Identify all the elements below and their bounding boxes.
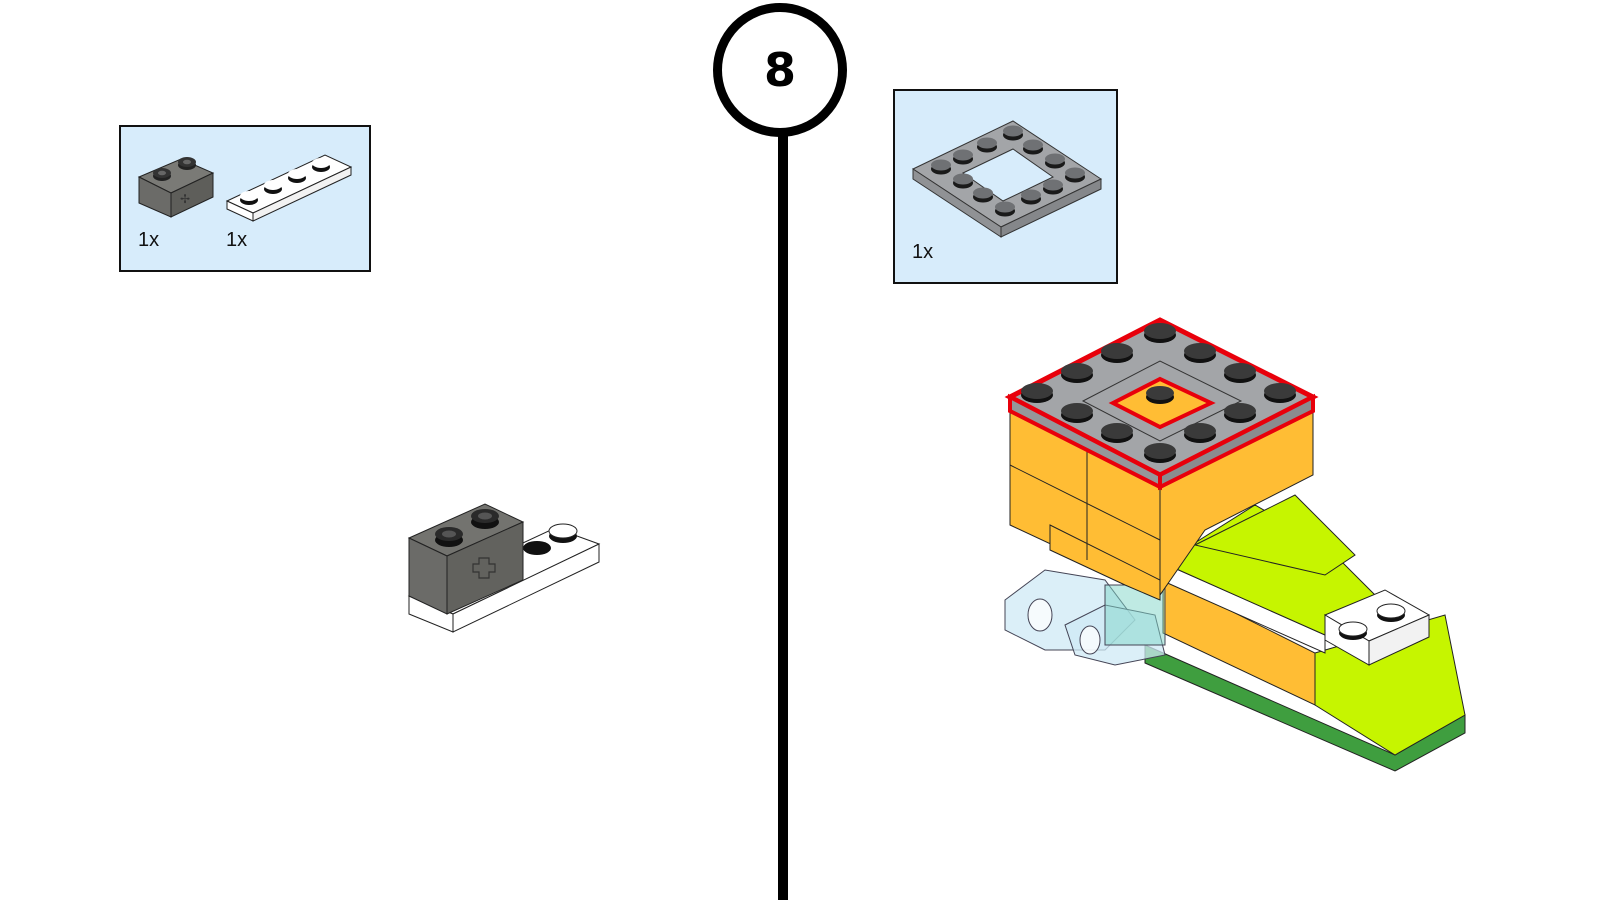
step-number-badge: 8 — [713, 3, 847, 137]
plate-4x4-open-center-icon — [911, 120, 1103, 238]
part-quantity: 1x — [138, 229, 160, 251]
step-number: 8 — [763, 43, 796, 97]
svg-text:✢: ✢ — [180, 192, 190, 206]
part-quantity: 1x — [226, 229, 248, 251]
part-quantity: 1x — [912, 241, 934, 263]
main-model-illustration — [1004, 317, 1466, 772]
technic-brick-1x2-icon: ✢ — [137, 157, 215, 218]
step-divider-line — [778, 132, 788, 900]
left-subassembly-illustration — [407, 503, 601, 633]
plate-1x4-white-icon — [225, 154, 353, 222]
parts-list-box-right: 1x — [893, 89, 1118, 284]
parts-list-box-left: ✢ 1x 1x — [119, 125, 371, 272]
